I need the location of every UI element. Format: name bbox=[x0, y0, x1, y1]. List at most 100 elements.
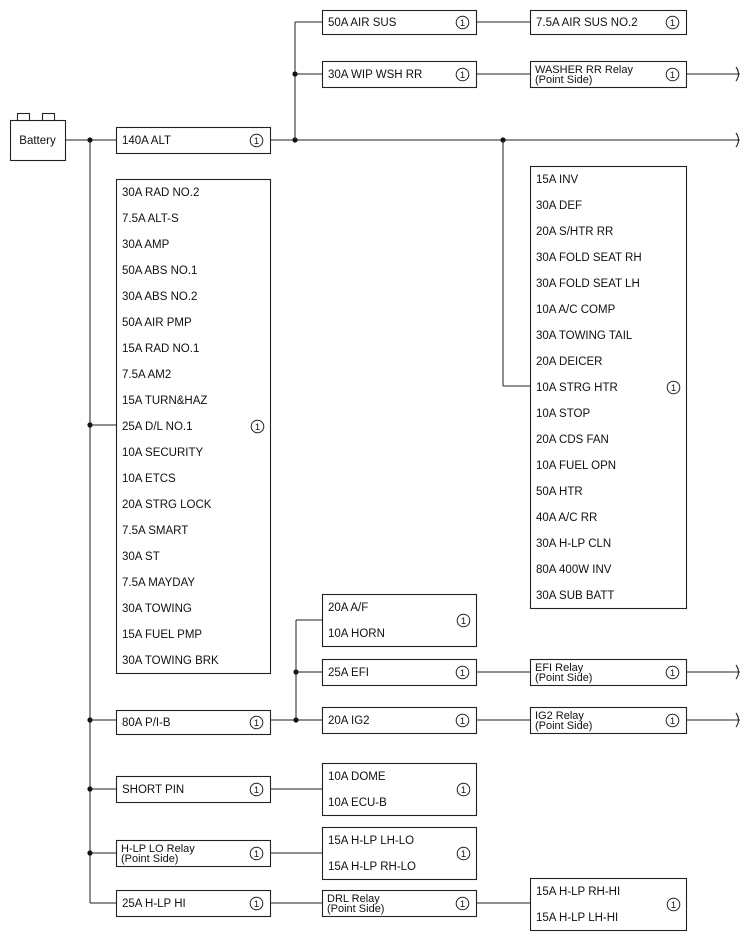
left-fuse-block-item: 15A FUEL PMP bbox=[122, 629, 202, 641]
continuation-break bbox=[735, 712, 740, 728]
right-fuse-block bbox=[529, 165, 688, 610]
short-pin-label: SHORT PIN bbox=[122, 784, 184, 796]
circled-one-marker bbox=[666, 380, 681, 395]
dome-ecu-block-item: 10A ECU-B bbox=[328, 797, 387, 809]
right-fuse-block-item: 80A 400W INV bbox=[536, 564, 612, 576]
circled-one-marker bbox=[249, 782, 264, 797]
circled-one-marker bbox=[249, 846, 264, 861]
left-fuse-block-item: 15A RAD NO.1 bbox=[122, 343, 199, 355]
left-fuse-block-item: 30A RAD NO.2 bbox=[122, 187, 199, 199]
short-pin bbox=[115, 775, 272, 804]
left-fuse-block-item: 25A D/L NO.1 bbox=[122, 421, 193, 433]
right-fuse-block-item: 15A INV bbox=[536, 174, 579, 186]
circled-one-label: 1 bbox=[460, 716, 465, 727]
right-fuse-block-item: 20A S/HTR RR bbox=[536, 226, 613, 238]
circled-one-label: 1 bbox=[255, 422, 260, 433]
fuse-25a-efi bbox=[321, 658, 478, 687]
washer-rr-relay-sublabel: (Point Side) bbox=[535, 74, 592, 86]
efi-relay-sublabel: (Point Side) bbox=[535, 672, 592, 684]
efi-relay bbox=[529, 658, 688, 687]
left-fuse-block-item: 30A TOWING bbox=[122, 603, 192, 615]
fuse-140a-alt-label: 140A ALT bbox=[122, 135, 171, 147]
circled-one-label: 1 bbox=[670, 70, 675, 81]
circled-one-label: 1 bbox=[254, 718, 259, 729]
fuse-20a-ig2-label: 20A IG2 bbox=[328, 715, 370, 727]
left-fuse-block-item: 10A SECURITY bbox=[122, 447, 203, 459]
fuse-50a-air-sus bbox=[321, 9, 478, 36]
right-fuse-block-item: 30A H-LP CLN bbox=[536, 538, 611, 550]
right-fuse-block-item: 30A FOLD SEAT RH bbox=[536, 252, 642, 264]
hlp-hi-block bbox=[529, 877, 688, 932]
drl-relay bbox=[321, 889, 478, 918]
hlp-lo-block-item: 15A H-LP LH-LO bbox=[328, 835, 414, 847]
efi-relay-label: EFI Relay bbox=[535, 662, 584, 674]
circled-one-label: 1 bbox=[254, 136, 259, 147]
circled-one-marker bbox=[455, 713, 470, 728]
circled-one-marker bbox=[455, 67, 470, 82]
fuse-30a-wip-wsh-rr-label: 30A WIP WSH RR bbox=[328, 69, 422, 81]
circled-one-label: 1 bbox=[460, 70, 465, 81]
continuation-break bbox=[735, 664, 740, 680]
right-fuse-block-item: 30A FOLD SEAT LH bbox=[536, 278, 640, 290]
fuse-80a-pib bbox=[115, 709, 272, 736]
right-fuse-block-item: 50A HTR bbox=[536, 486, 583, 498]
washer-rr-relay-label: WASHER RR Relay bbox=[535, 64, 633, 76]
left-fuse-block-item: 50A AIR PMP bbox=[122, 317, 192, 329]
fuse-20a-ig2 bbox=[321, 706, 478, 735]
circled-one-label: 1 bbox=[460, 18, 465, 29]
right-fuse-block-item: 20A CDS FAN bbox=[536, 434, 609, 446]
circled-one-label: 1 bbox=[254, 899, 259, 910]
right-fuse-block-item: 10A FUEL OPN bbox=[536, 460, 616, 472]
circled-one-label: 1 bbox=[461, 785, 466, 796]
left-fuse-block-item: 7.5A MAYDAY bbox=[122, 577, 195, 589]
circled-one-marker bbox=[665, 713, 680, 728]
left-fuse-block-item: 30A TOWING BRK bbox=[122, 655, 219, 667]
washer-rr-relay bbox=[529, 60, 688, 89]
circled-one-label: 1 bbox=[671, 383, 676, 394]
fuse-25a-hlp-hi-label: 25A H-LP HI bbox=[122, 898, 186, 910]
right-fuse-block-item: 30A SUB BATT bbox=[536, 590, 614, 602]
circled-one-label: 1 bbox=[254, 785, 259, 796]
fuse-7-5a-air-sus-no2 bbox=[529, 9, 688, 36]
circled-one-marker bbox=[665, 15, 680, 30]
circled-one-label: 1 bbox=[671, 900, 676, 911]
battery-terminal-pos bbox=[41, 112, 56, 122]
battery-terminal-neg bbox=[16, 112, 31, 122]
left-fuse-block-item: 7.5A AM2 bbox=[122, 369, 171, 381]
drl-relay-label: DRL Relay bbox=[327, 893, 380, 905]
right-fuse-block-item: 20A DEICER bbox=[536, 356, 602, 368]
hlp-lo-relay-label: H-LP LO Relay bbox=[121, 843, 195, 855]
circled-one-label: 1 bbox=[461, 616, 466, 627]
circled-one-marker bbox=[455, 15, 470, 30]
hlp-hi-block-item: 15A H-LP RH-HI bbox=[536, 886, 620, 898]
left-fuse-block-item: 7.5A SMART bbox=[122, 525, 188, 537]
right-fuse-block-item: 10A STOP bbox=[536, 408, 590, 420]
left-fuse-block-item: 30A ST bbox=[122, 551, 160, 563]
fuse-140a-alt bbox=[115, 126, 272, 155]
hlp-lo-relay-sublabel: (Point Side) bbox=[121, 853, 178, 865]
left-fuse-block-item: 7.5A ALT-S bbox=[122, 213, 179, 225]
af-horn-block-item: 10A HORN bbox=[328, 628, 385, 640]
right-fuse-block-item: 10A STRG HTR bbox=[536, 382, 618, 394]
hlp-lo-block-item: 15A H-LP RH-LO bbox=[328, 861, 416, 873]
fuse-25a-hlp-hi bbox=[115, 889, 272, 918]
circled-one-label: 1 bbox=[670, 18, 675, 29]
right-fuse-block-item: 10A A/C COMP bbox=[536, 304, 616, 316]
hlp-lo-block bbox=[321, 826, 478, 881]
ig2-relay bbox=[529, 706, 688, 735]
circled-one-marker bbox=[456, 782, 471, 797]
right-fuse-block-item: 30A TOWING TAIL bbox=[536, 330, 633, 342]
circled-one-marker bbox=[665, 67, 680, 82]
circled-one-label: 1 bbox=[460, 668, 465, 679]
continuation-break bbox=[735, 132, 740, 148]
circled-one-label: 1 bbox=[254, 849, 259, 860]
right-fuse-block-item: 40A A/C RR bbox=[536, 512, 597, 524]
drl-relay-sublabel: (Point Side) bbox=[327, 903, 384, 915]
af-horn-block-item: 20A A/F bbox=[328, 602, 368, 614]
circled-one-marker bbox=[249, 133, 264, 148]
ig2-relay-label: IG2 Relay bbox=[535, 710, 584, 722]
fuse-30a-wip-wsh-rr bbox=[321, 60, 478, 89]
continuation-break bbox=[735, 66, 740, 82]
